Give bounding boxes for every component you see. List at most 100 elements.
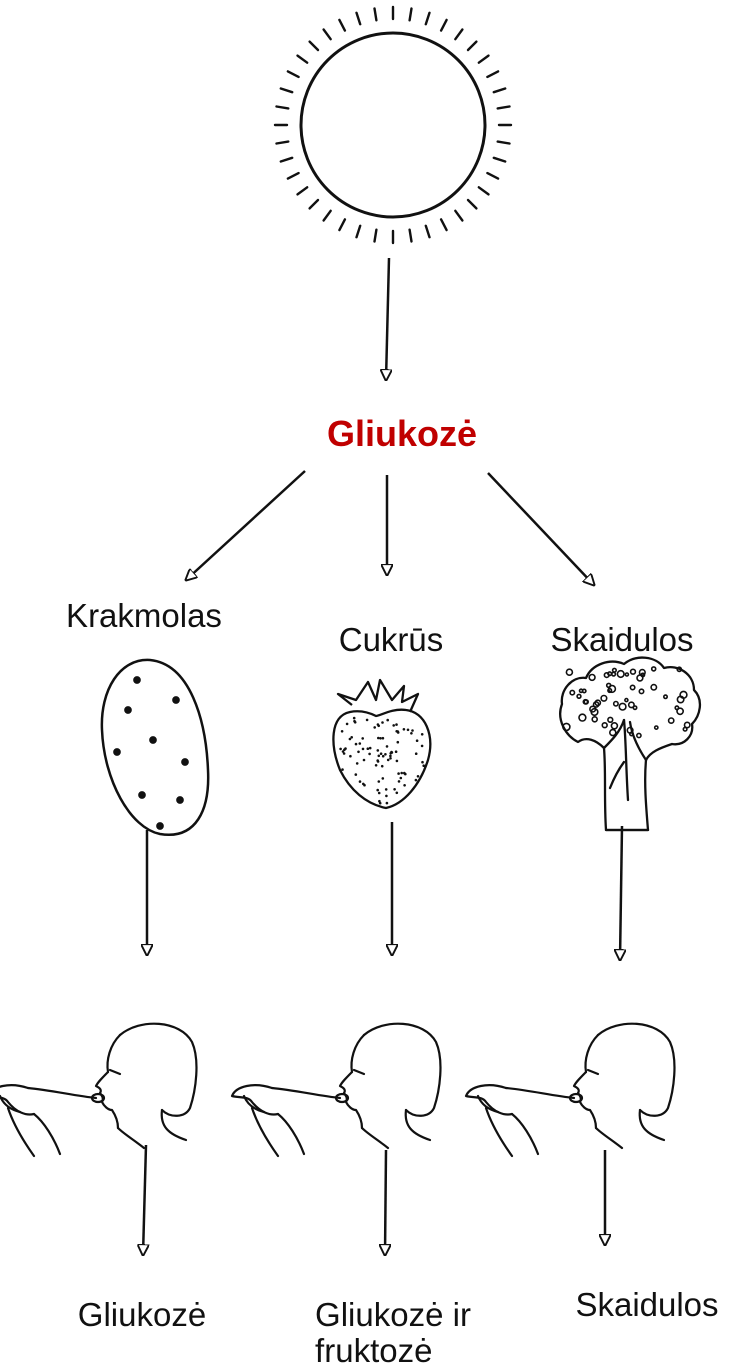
broccoli-floret [601, 696, 607, 702]
strawberry-seed [376, 759, 379, 762]
strawberry-seed [417, 775, 420, 778]
strawberry-seed [341, 730, 344, 733]
strawberry-seed [353, 717, 356, 720]
broccoli-floret [625, 673, 628, 676]
sun-disc [301, 33, 485, 217]
sun-ray [498, 107, 510, 109]
sun-ray [375, 230, 377, 242]
broccoli-floret [669, 718, 674, 723]
strawberry-seed [393, 788, 396, 791]
sun-ray [487, 71, 498, 77]
broccoli-floret [630, 685, 634, 689]
broccoli-floret [619, 703, 626, 710]
strawberry-seed [385, 795, 388, 798]
sun-ray [494, 89, 505, 93]
broccoli-floret [617, 671, 624, 678]
strawberry-seed [386, 745, 389, 748]
broccoli-floret [602, 723, 607, 728]
strawberry-seed [356, 762, 359, 765]
broccoli-floret [625, 699, 628, 702]
strawberry-seed [421, 761, 424, 764]
broccoli-floret [637, 675, 643, 681]
strawberry-seed [378, 792, 381, 795]
arrow-person1-to-result [143, 1145, 146, 1255]
strawberry-seed [395, 723, 398, 726]
sun-ray [410, 230, 412, 242]
broccoli-floret [566, 669, 572, 675]
sun-ray [324, 211, 331, 221]
sun-ray [281, 89, 292, 93]
result-label-skaidulos: Skaidulos [575, 1287, 718, 1323]
sun-ray [426, 226, 430, 237]
strawberry-seed [403, 784, 406, 787]
sun-ray [288, 71, 299, 77]
broccoli-floret [608, 717, 613, 722]
sun-ray [298, 187, 308, 194]
sun-ray [426, 13, 430, 24]
strawberry-seed [382, 777, 385, 780]
arrow-broccoli-to-person [620, 826, 622, 960]
sun-ray [479, 56, 489, 63]
strawberry-seed [382, 737, 385, 740]
sun-ray [375, 9, 377, 21]
category-label-cukrus: Cukrūs [339, 622, 444, 658]
arrow-to-krakmolas [186, 471, 305, 580]
strawberry-seed [384, 753, 387, 756]
strawberry-seed [359, 780, 362, 783]
strawberry-seed [381, 765, 384, 768]
person-eating-icon [0, 1024, 196, 1156]
strawberry-seed [380, 752, 383, 755]
broccoli-floret [604, 673, 609, 678]
strawberry-seed [385, 788, 388, 791]
broccoli-floret [614, 702, 618, 706]
result-label-gliukoze-ir-fruktoze: Gliukozė ir fruktozė [315, 1297, 471, 1370]
broccoli-floret [612, 672, 616, 676]
strawberry-seed [411, 729, 414, 732]
strawberry-seed [386, 802, 389, 805]
strawberry-seed [362, 783, 365, 786]
strawberry-seed [422, 764, 425, 767]
strawberry-seed [398, 780, 401, 783]
sun-ray [498, 142, 510, 144]
strawberry-seed [389, 755, 392, 758]
strawberry-seed [373, 726, 376, 729]
sun-ray [410, 9, 412, 21]
broccoli-floret [629, 702, 634, 707]
sun-ray [494, 158, 505, 162]
sun-ray [468, 42, 476, 50]
sun-ray [281, 158, 292, 162]
sun-ray [441, 219, 447, 230]
result-line-2: fruktozė [315, 1333, 471, 1369]
broccoli-floret [655, 726, 658, 729]
sun-ray [288, 173, 299, 179]
strawberry-seed [355, 773, 358, 776]
broccoli-floret [579, 714, 586, 721]
broccoli-floret [589, 675, 595, 681]
strawberry-seed [416, 739, 419, 742]
strawberry-seed [397, 731, 400, 734]
sun-ray [339, 20, 345, 31]
broccoli-floret [664, 695, 667, 698]
strawberry-seed [395, 750, 398, 753]
broccoli-floret [583, 689, 586, 692]
arrow-to-skaidulos [488, 473, 594, 585]
strawberry-seed [403, 728, 406, 731]
broccoli-floret [651, 685, 656, 690]
strawberry-seed [381, 721, 384, 724]
strawberry-seed [349, 755, 352, 758]
broccoli-floret [652, 667, 656, 671]
strawberry-seed [397, 741, 400, 744]
category-label-skaidulos: Skaidulos [550, 622, 693, 658]
strawberry-seed [421, 745, 424, 748]
broccoli-floret [570, 690, 574, 694]
broccoli-floret [577, 694, 581, 698]
diagram-title: Gliukozė [327, 414, 477, 454]
sun-ray [357, 226, 361, 237]
sun-ray [324, 30, 331, 40]
strawberry-seed [400, 777, 403, 780]
sun-ray [487, 173, 498, 179]
strawberry-seed [415, 779, 418, 782]
strawberry-seed [366, 719, 369, 722]
broccoli-floret [677, 708, 683, 714]
